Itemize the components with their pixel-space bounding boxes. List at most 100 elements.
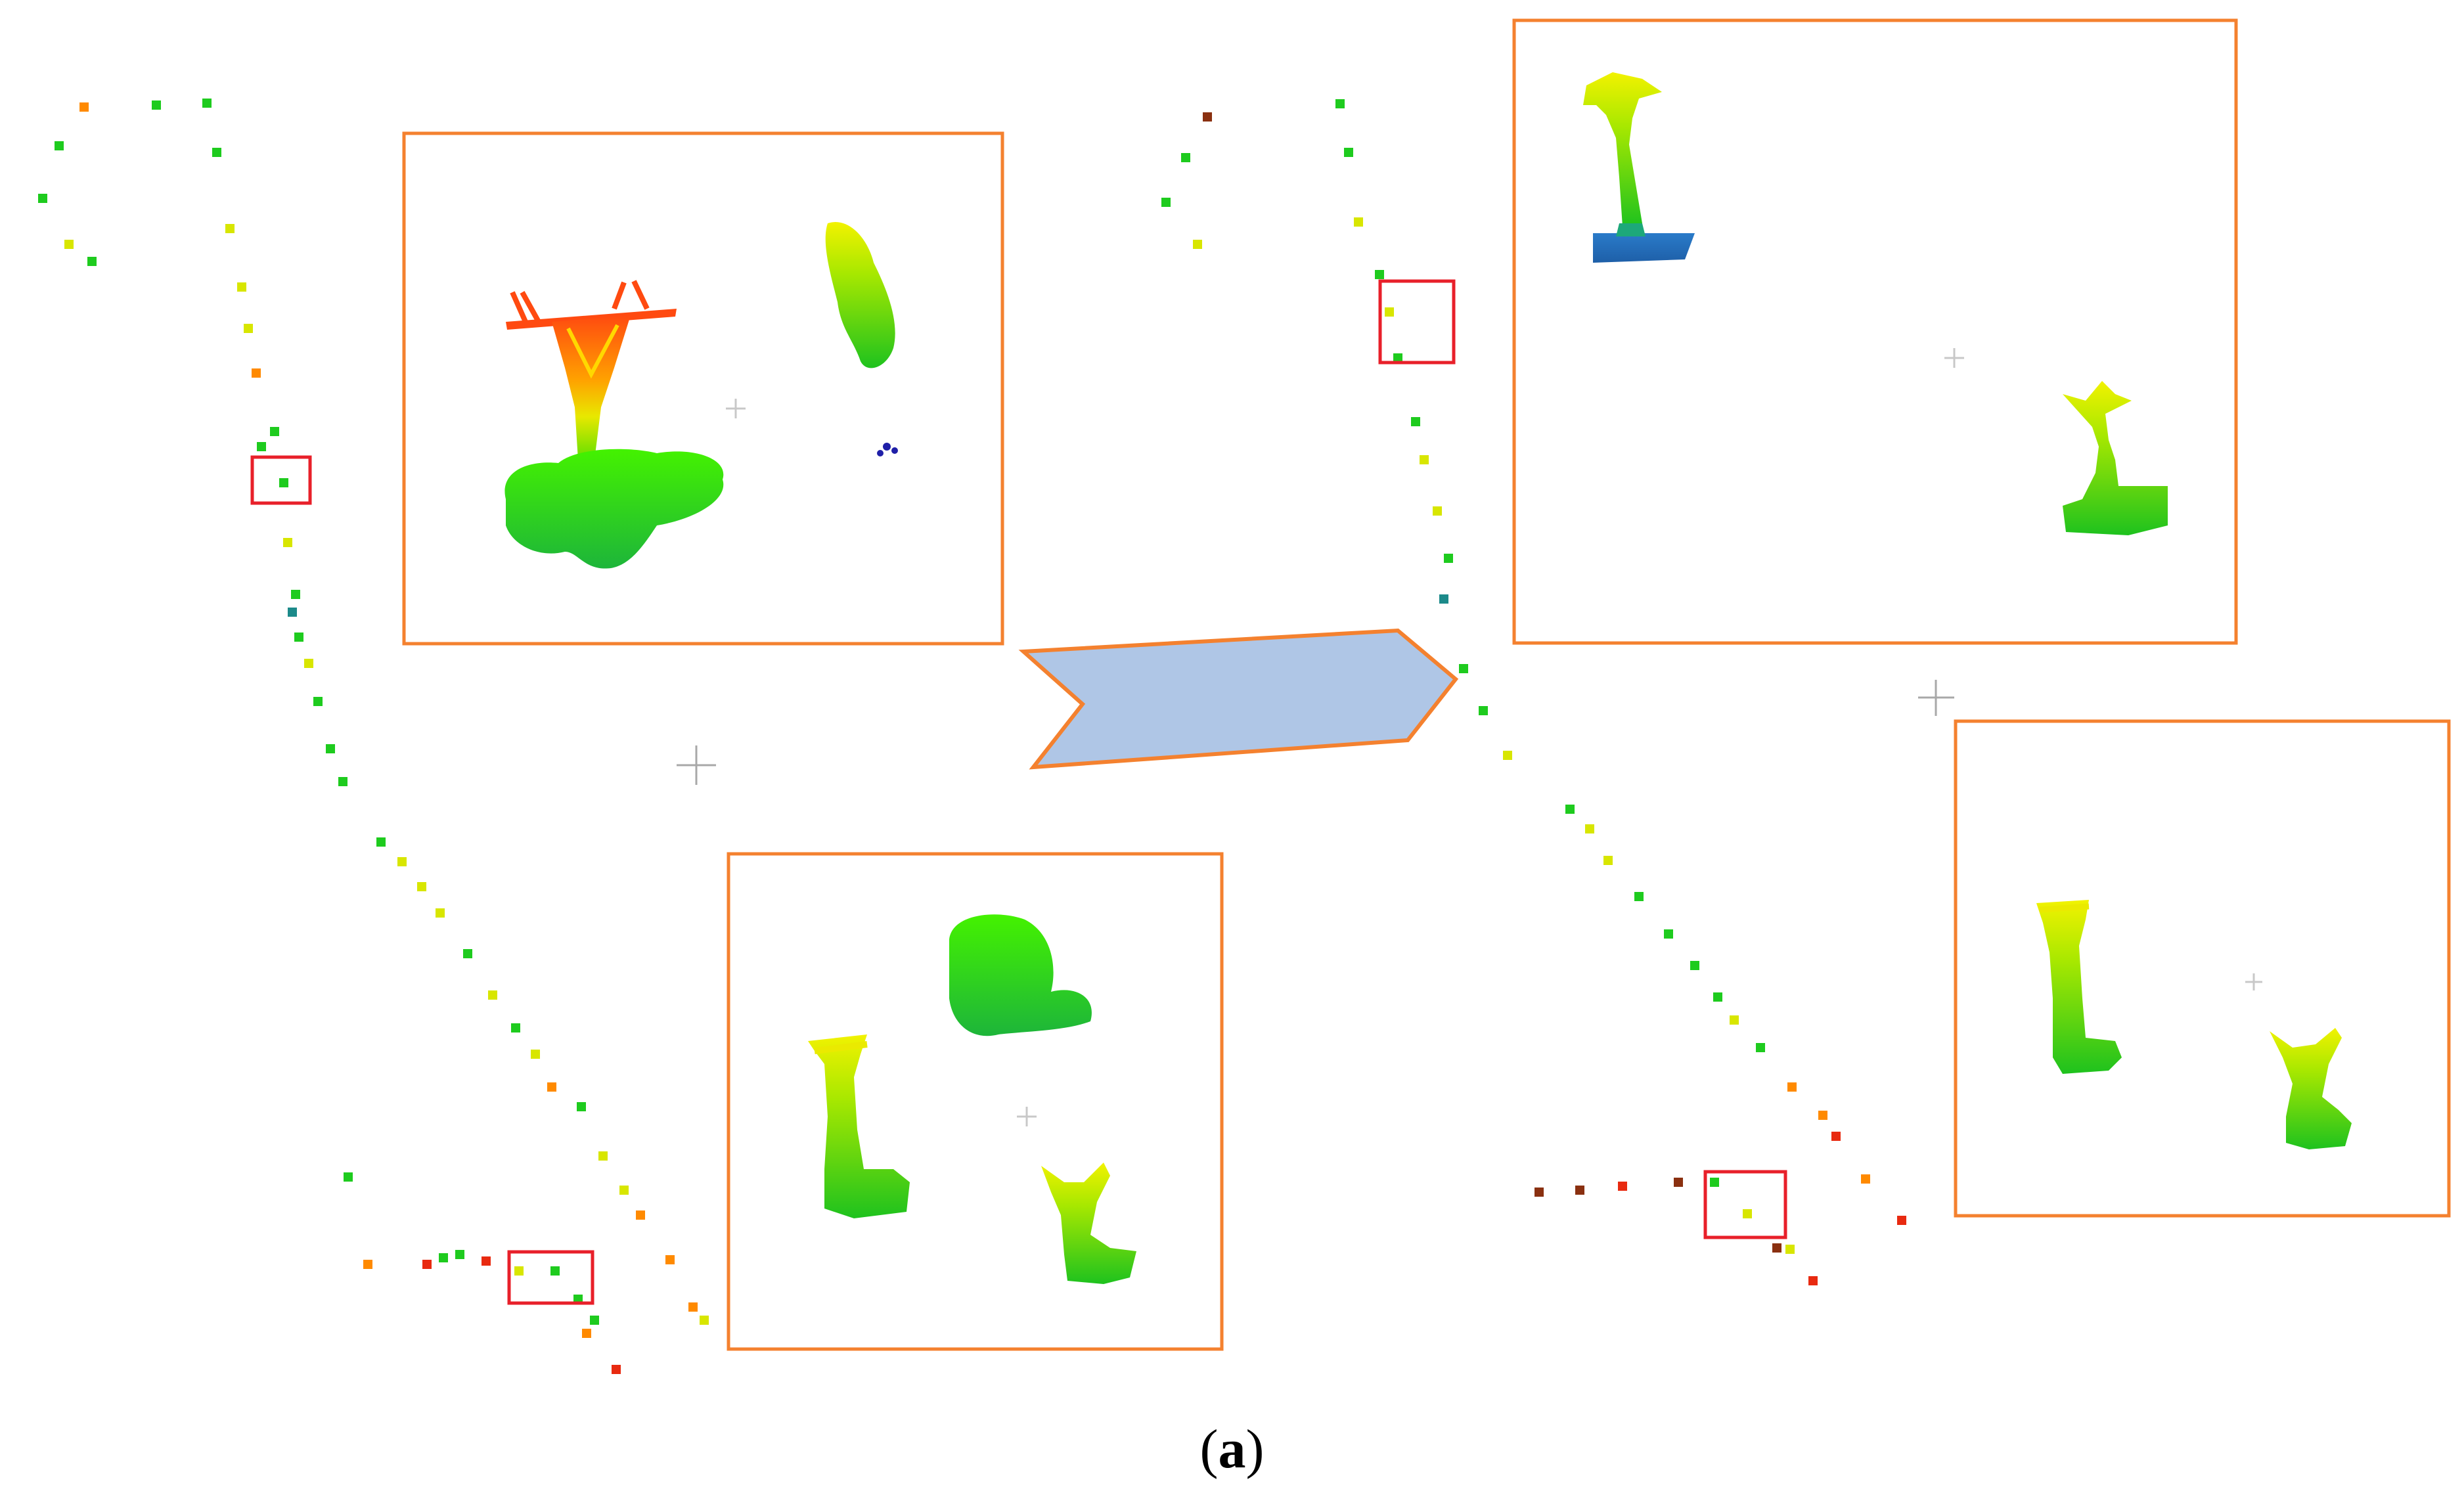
pointcloud-marker <box>244 324 253 333</box>
highlight-box-tower-1 <box>250 455 312 505</box>
pointcloud-marker <box>1161 198 1171 207</box>
pointcloud-marker <box>1756 1043 1765 1052</box>
pointcloud-marker <box>636 1210 645 1220</box>
pointcloud-marker <box>665 1255 675 1264</box>
pointcloud-marker <box>700 1316 709 1325</box>
pointcloud-marker <box>1193 240 1202 249</box>
pointcloud-marker <box>279 478 288 487</box>
pointcloud-marker <box>304 659 313 668</box>
pointcloud-marker <box>1585 824 1594 833</box>
pointcloud-marker <box>1674 1178 1683 1187</box>
pointcloud-marker <box>531 1050 540 1059</box>
pointcloud-marker <box>612 1365 621 1374</box>
pointcloud-marker <box>1861 1174 1870 1184</box>
pointcloud-marker <box>1831 1132 1841 1141</box>
inset-towers-filtered-top <box>1512 18 2238 645</box>
pointcloud-marker <box>288 608 297 617</box>
pointcloud-marker <box>1713 992 1722 1002</box>
pointcloud-marker <box>1444 554 1453 563</box>
vegetation-pointcloud <box>504 449 724 569</box>
crosshair-marker <box>677 745 716 785</box>
caption-close: ) <box>1245 1419 1265 1480</box>
pointcloud-marker <box>79 102 89 112</box>
pointcloud-marker <box>547 1082 556 1092</box>
pointcloud-marker <box>422 1260 432 1269</box>
pointcloud-marker <box>1375 270 1384 279</box>
pointcloud-marker <box>38 194 47 203</box>
pointcloud-marker <box>598 1151 608 1161</box>
pointcloud-marker <box>514 1266 524 1276</box>
pointcloud-marker <box>1730 1015 1739 1025</box>
pointcloud-marker <box>1634 892 1644 901</box>
pointcloud-marker <box>577 1102 586 1111</box>
pointcloud-marker <box>376 837 386 847</box>
pointcloud-marker <box>1743 1209 1752 1218</box>
tree-pointcloud <box>825 222 898 456</box>
pointcloud-marker <box>511 1023 520 1033</box>
pointcloud-marker <box>152 100 161 110</box>
pointcloud-marker <box>1787 1082 1797 1092</box>
transmission-tower-pointcloud <box>1583 72 1695 263</box>
pointcloud-marker <box>463 949 472 958</box>
pointcloud-marker <box>1603 856 1613 865</box>
pointcloud-marker <box>338 777 347 786</box>
pointcloud-marker <box>363 1260 372 1269</box>
pointcloud-marker <box>1385 307 1394 317</box>
process-arrow <box>1018 628 1459 770</box>
transmission-tower-pointcloud <box>808 1034 910 1218</box>
pointcloud-marker <box>1203 112 1212 122</box>
pointcloud-marker <box>1772 1243 1781 1253</box>
tree-pointcloud <box>949 914 1092 1036</box>
pointcloud-marker <box>294 633 303 642</box>
pointcloud-marker <box>439 1253 448 1262</box>
pointcloud-marker <box>1818 1111 1827 1120</box>
transmission-tower-pointcloud <box>506 280 677 460</box>
before-processing-panel <box>38 99 709 1374</box>
pointcloud-marker <box>1439 594 1448 604</box>
pointcloud-marker <box>619 1186 629 1195</box>
pointcloud-marker <box>87 257 97 266</box>
pointcloud-marker <box>1664 929 1673 939</box>
caption-label: a <box>1218 1419 1246 1480</box>
pointcloud-marker <box>1459 664 1468 673</box>
pointcloud-marker <box>482 1256 491 1266</box>
pointcloud-marker <box>237 282 246 292</box>
pointcloud-marker <box>1808 1276 1818 1285</box>
pointcloud-marker <box>270 427 279 436</box>
pointcloud-marker <box>1344 148 1353 157</box>
highlight-box-tower-3 <box>1378 279 1456 365</box>
pointcloud-marker <box>1618 1182 1627 1191</box>
pointcloud-marker <box>291 590 300 599</box>
pointcloud-marker <box>1393 353 1402 363</box>
pointcloud-marker <box>1897 1216 1906 1225</box>
pointcloud-marker <box>344 1172 353 1182</box>
inset-towers-filtered-bottom <box>1954 719 2451 1218</box>
pointcloud-marker <box>1354 217 1363 227</box>
pointcloud-marker <box>1575 1186 1584 1195</box>
pointcloud-marker <box>313 697 323 706</box>
pointcloud-marker <box>202 99 212 108</box>
pointcloud-marker <box>1479 706 1488 715</box>
pointcloud-marker <box>397 857 407 866</box>
pointcloud-marker <box>455 1250 464 1259</box>
pointcloud-marker <box>1433 506 1442 516</box>
pointcloud-marker <box>257 442 266 451</box>
pointcloud-marker <box>1785 1245 1795 1254</box>
pointcloud-marker <box>488 990 497 1000</box>
pointcloud-marker <box>1690 961 1699 970</box>
inset-tower-and-tree <box>402 131 1004 646</box>
transmission-tower-pointcloud <box>2063 381 2168 535</box>
transmission-tower-pointcloud <box>1041 1163 1136 1284</box>
pointcloud-marker <box>1710 1178 1719 1187</box>
pointcloud-marker <box>1420 455 1429 464</box>
pointcloud-marker <box>1565 805 1575 814</box>
pointcloud-marker <box>1411 417 1420 426</box>
pointcloud-marker <box>225 224 235 233</box>
caption-open: ( <box>1199 1419 1219 1480</box>
highlight-box-tower-2 <box>507 1250 594 1305</box>
pointcloud-marker <box>436 908 445 918</box>
crosshair-marker <box>1918 680 1954 716</box>
figure-caption: (a) <box>0 1422 2464 1477</box>
pointcloud-marker <box>1503 751 1512 760</box>
